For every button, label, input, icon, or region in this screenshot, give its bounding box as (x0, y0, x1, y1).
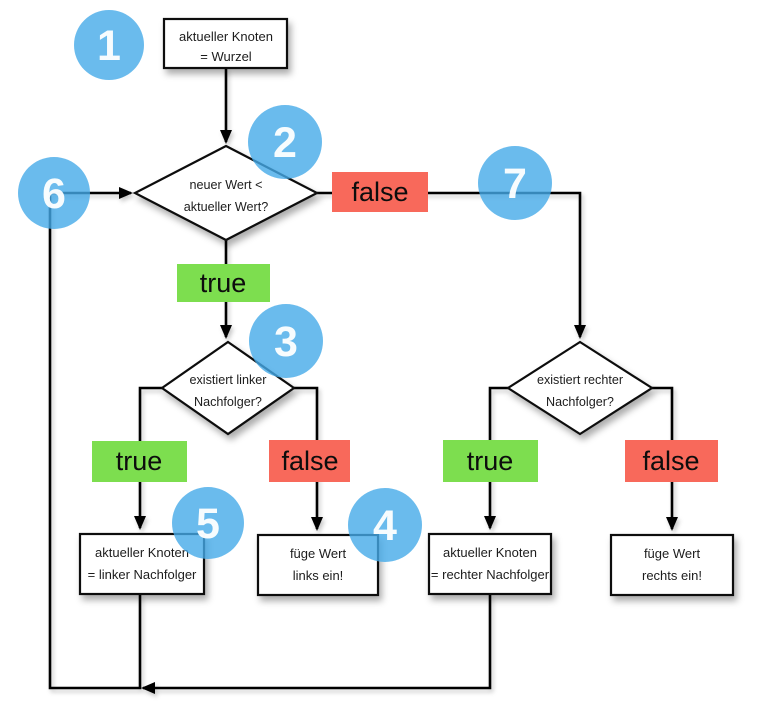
step-badge-6-number: 6 (42, 170, 66, 218)
start-node: aktueller Knoten = Wurzel (162, 17, 289, 70)
false-label-right-text: false (642, 446, 699, 476)
false-label-left: false (269, 440, 350, 482)
insert-left-line1: füge Wert (290, 546, 347, 561)
edge-set-right-loop-back (141, 594, 492, 694)
insert-right-line2: rechts ein! (642, 568, 702, 583)
false-label-right: false (625, 440, 718, 482)
start-node-line2: = Wurzel (200, 49, 252, 64)
false-label-root: false (332, 172, 428, 212)
step-badge-1: 1 (74, 10, 144, 80)
set-right-node: aktueller Knoten = rechter Nachfolger (427, 532, 553, 596)
true-label-root: true (177, 264, 270, 302)
true-label-left: true (92, 441, 187, 482)
true-label-right: true (443, 440, 538, 482)
set-left-line2: = linker Nachfolger (88, 567, 197, 582)
set-right-line2: = rechter Nachfolger (431, 567, 550, 582)
insert-left-line2: links ein! (293, 568, 344, 583)
right-decision-line2: Nachfolger? (546, 395, 614, 409)
set-left-line1: aktueller Knoten (95, 545, 189, 560)
step-badge-7: 7 (478, 146, 552, 220)
step-badge-6: 6 (18, 157, 90, 229)
step-badge-7-number: 7 (503, 160, 527, 208)
root-decision-line1: neuer Wert < (190, 178, 263, 192)
step-badge-1-number: 1 (97, 22, 121, 70)
set-right-line1: aktueller Knoten (443, 545, 537, 560)
step-badge-4-number: 4 (373, 502, 397, 550)
step-badge-3-number: 3 (274, 318, 298, 366)
left-decision-line1: existiert linker (190, 373, 267, 387)
false-label-left-text: false (281, 446, 338, 476)
step-badge-5-number: 5 (196, 500, 220, 548)
step-badge-3: 3 (249, 304, 323, 378)
true-label-root-text: true (200, 268, 247, 298)
insert-right-line1: füge Wert (644, 546, 701, 561)
start-node-line1: aktueller Knoten (179, 29, 273, 44)
true-label-left-text: true (116, 446, 163, 476)
right-decision-diamond: existiert rechter Nachfolger? (505, 340, 655, 436)
true-label-right-text: true (467, 446, 514, 476)
false-label-root-text: false (351, 177, 408, 207)
step-badge-2-number: 2 (273, 119, 297, 167)
step-badge-5: 5 (172, 487, 244, 559)
left-decision-line2: Nachfolger? (194, 395, 262, 409)
right-decision-line1: existiert rechter (537, 373, 623, 387)
edge-set-left-loop-back (48, 187, 142, 690)
edge-root-false-to-right-decision (317, 191, 586, 339)
step-badge-2: 2 (248, 105, 322, 179)
root-decision-line2: aktueller Wert? (184, 200, 268, 214)
insert-right-node: füge Wert rechts ein! (609, 533, 735, 597)
step-badges: 1 2 3 4 5 6 7 (18, 10, 552, 562)
step-badge-4: 4 (348, 488, 422, 562)
